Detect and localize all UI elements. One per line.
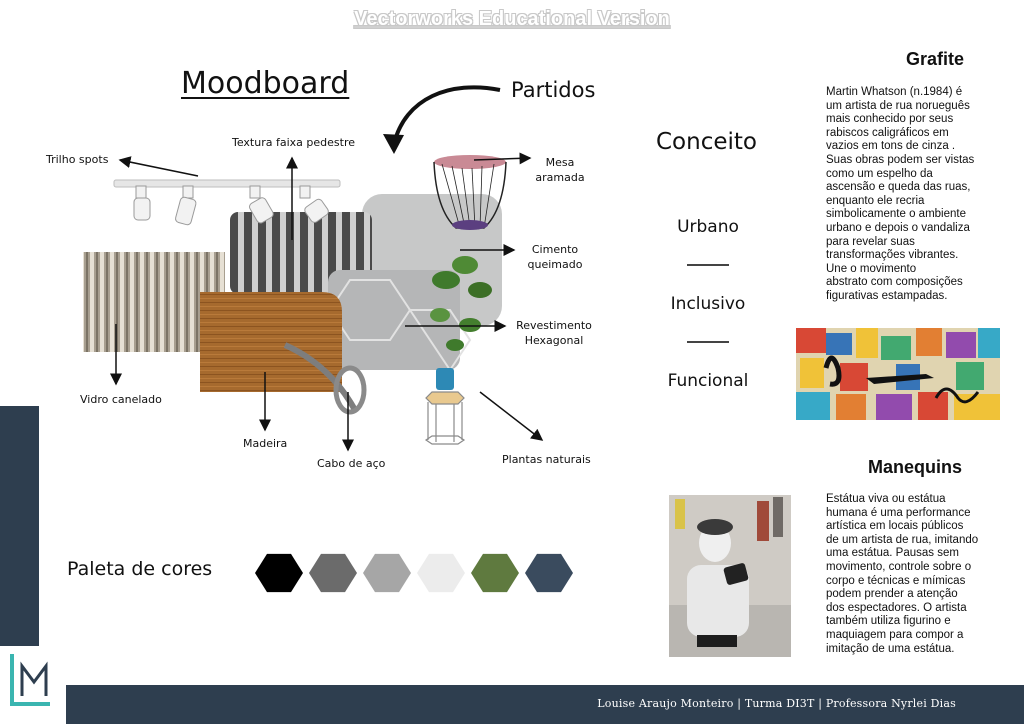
lm-logo (10, 654, 50, 706)
grafite-text-line: um artista de rua norueguês (826, 99, 970, 112)
conceito-word-urbano: Urbano (677, 217, 739, 237)
wire-table (434, 155, 506, 169)
label-trilho: Trilho spots (46, 153, 109, 166)
hex-tile-swatch (328, 270, 460, 370)
label-vidro: Vidro canelado (80, 393, 162, 406)
grafite-heading: Grafite (906, 49, 965, 69)
grafite-text-line: para revelar suas (826, 235, 915, 248)
palette-swatch (363, 553, 411, 593)
label-arrows (110, 152, 544, 452)
footer-credits: Louise Araujo Monteiro | Turma DI3T | Pr… (597, 697, 956, 710)
grafite-text-line: Suas obras podem ser vistas (826, 153, 975, 166)
grafite-text-line: simbolicamente o ambiente (826, 208, 966, 221)
partidos-label: Partidos (511, 78, 596, 102)
palette-label: Paleta de cores (67, 558, 213, 580)
label-madeira: Madeira (243, 437, 288, 450)
left-accent-bar (0, 406, 39, 646)
divider (687, 341, 729, 343)
grafite-text-line: figurativas estampadas. (826, 289, 948, 302)
conceito-word-funcional: Funcional (667, 371, 749, 391)
palette-swatch (417, 553, 465, 593)
manequins-text-line: imitação de uma estátua. (826, 642, 955, 655)
grafite-text-line: urbano e depois o vandaliza (826, 221, 970, 234)
moodboard-collage (83, 155, 507, 445)
divider (687, 264, 729, 266)
page-title: Moodboard (181, 66, 350, 101)
manequins-heading: Manequins (868, 457, 963, 477)
manequins-text-line: dos espectadores. O artista (826, 601, 967, 614)
living-statue-photo (669, 495, 791, 657)
manequins-text-line: movimento, controle sobre o (826, 560, 972, 573)
plant (430, 256, 492, 390)
conceito-word-inclusivo: Inclusivo (670, 294, 746, 314)
palette-swatch (255, 553, 303, 593)
manequins-text-line: humana é uma performance (826, 506, 971, 519)
palette-swatch (309, 553, 357, 593)
manequins-text-line: maquiagem para compor a (826, 628, 964, 641)
grafite-text-line: rabiscos caligráficos em (826, 126, 949, 139)
palette-swatch (471, 553, 519, 593)
manequins-text-line: uma estátua. Pausas sem (826, 547, 959, 560)
grafite-text-line: Une o movimento (826, 262, 917, 275)
palette-swatch (525, 553, 573, 593)
conceito-title: Conceito (656, 129, 757, 155)
manequins-text-line: de um artista de rua, imitando (826, 533, 979, 546)
footer-bar (66, 685, 1024, 724)
wood-swatch (200, 292, 342, 392)
grafite-text-line: vazios em tons de cinza . (826, 140, 956, 153)
grafite-text-line: ascensão e queda das ruas, (826, 181, 971, 194)
manequins-text-line: corpo e técnicas e mímicas (826, 574, 966, 587)
grafite-text-line: abstrato com composições (826, 276, 963, 289)
label-cabo: Cabo de aço (317, 457, 386, 470)
track-rail (113, 179, 341, 188)
watermark: Vectorworks Educational Version (354, 8, 670, 30)
label-plantas: Plantas naturais (502, 453, 591, 466)
manequins-text-line: também utiliza figurino e (826, 615, 951, 628)
graffiti-image (796, 328, 1000, 420)
grafite-text-line: como um espelho da (826, 167, 933, 180)
grafite-text-line: Martin Whatson (n.1984) é (826, 86, 963, 98)
label-textura: Textura faixa pedestre (232, 136, 355, 149)
manequins-text-line: podem prender a atenção (826, 588, 958, 601)
grafite-text-line: mais conhecido por seus (826, 113, 954, 126)
grafite-text-line: transformações vibrantes. (826, 249, 959, 262)
partidos-arrow (383, 85, 501, 154)
color-palette (255, 553, 573, 593)
manequins-text-line: Estátua viva ou estátua (826, 493, 946, 505)
grafite-text-line: enquanto ele recria (826, 194, 925, 207)
manequins-text-line: artística em locais públicos (826, 520, 964, 533)
